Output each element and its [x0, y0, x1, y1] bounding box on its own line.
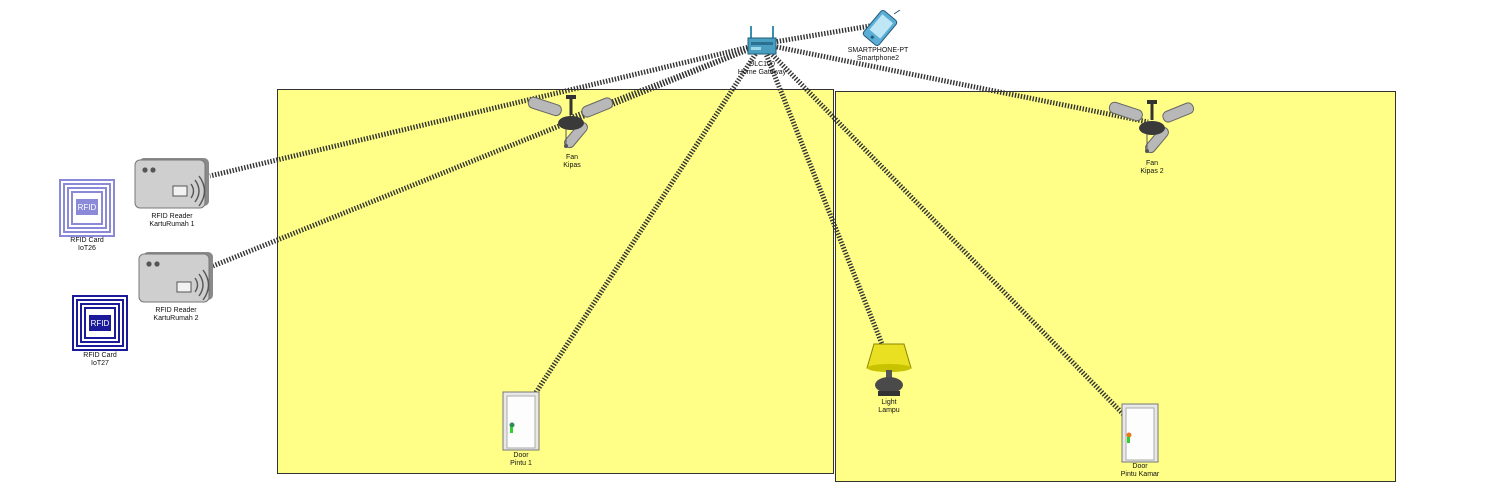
- rfid-card-2-name: IoT27: [91, 360, 109, 367]
- rfid-card-2-label: RFID Card IoT27: [40, 352, 160, 368]
- door-1-label: Door Pintu 1: [461, 452, 581, 468]
- rfid-card-1-name: IoT26: [78, 245, 96, 252]
- rfid-card-2-chip: RFID: [91, 319, 110, 328]
- door-1-name: Pintu 1: [510, 460, 532, 467]
- smartphone-hostname: Smartphone2: [856, 55, 900, 62]
- rfid-card-1-device[interactable]: RFID: [59, 179, 115, 237]
- fan-1-label: Fan Kipas: [512, 154, 632, 170]
- lamp-icon: [866, 343, 912, 396]
- lamp-label: Light Lampu: [829, 399, 949, 415]
- ceiling-fan-icon: [1108, 100, 1195, 154]
- fan-2-type: Fan: [1145, 160, 1159, 167]
- fan-1-device[interactable]: [526, 93, 616, 153]
- smartphone-label: SMARTPHONE-PT Smartphone2: [818, 47, 938, 63]
- rfid-card-1-label: RFID Card IoT26: [27, 237, 147, 253]
- fan-1-type: Fan: [565, 154, 579, 161]
- door-2-name: Pintu Kamar: [1120, 471, 1160, 478]
- fan-2-device[interactable]: [1107, 98, 1197, 158]
- lamp-type: Light: [881, 399, 897, 406]
- rfid-card-1-type: RFID Card: [70, 237, 104, 244]
- rfid-reader-1-device[interactable]: [133, 156, 211, 210]
- home-gateway-name: DLC100: [749, 61, 775, 68]
- door-icon: [1121, 403, 1159, 463]
- link-gateway-fan2: [761, 41, 1149, 125]
- fan-1-name: Kipas: [563, 162, 581, 169]
- door-2-type: Door: [1132, 463, 1148, 470]
- smartphone-device[interactable]: [856, 9, 904, 46]
- ceiling-fan-icon: [527, 95, 614, 149]
- rfid-reader-icon: [138, 252, 213, 303]
- home-gateway-label: DLC100 Home Gateway: [702, 61, 822, 77]
- door-2-device[interactable]: [1121, 403, 1159, 463]
- room-2-area[interactable]: [835, 91, 1396, 482]
- door-icon: [502, 391, 540, 451]
- rfid-reader-1-type: RFID Reader: [151, 213, 193, 220]
- rfid-reader-2-label: RFID Reader KartuRumah 2: [116, 307, 236, 323]
- lamp-device[interactable]: [864, 340, 914, 398]
- link-gateway-door1: [530, 42, 765, 399]
- rfid-reader-1-label: RFID Reader KartuRumah 1: [112, 213, 232, 229]
- rfid-reader-2-type: RFID Reader: [155, 307, 197, 314]
- rfid-reader-icon: [134, 158, 209, 209]
- home-gateway-device[interactable]: [745, 24, 779, 60]
- door-1-device[interactable]: [502, 391, 540, 451]
- rfid-card-1-chip: RFID: [78, 203, 97, 212]
- link-gateway-door2: [760, 42, 1127, 418]
- home-gateway-hostname: Home Gateway: [737, 69, 787, 76]
- room-1-area[interactable]: [277, 89, 834, 474]
- rfid-card-2-type: RFID Card: [83, 352, 117, 359]
- lamp-name: Lampu: [878, 407, 900, 414]
- fan-2-name: Kipas 2: [1140, 168, 1164, 175]
- door-2-label: Door Pintu Kamar: [1080, 463, 1200, 479]
- rfid-reader-1-name: KartuRumah 1: [149, 221, 195, 228]
- link-gateway-light: [759, 43, 885, 345]
- rfid-card-icon: RFID: [72, 295, 128, 351]
- rfid-reader-2-name: KartuRumah 2: [153, 315, 199, 322]
- rfid-reader-2-device[interactable]: [137, 250, 215, 304]
- smartphone-model: SMARTPHONE-PT: [847, 47, 909, 54]
- link-gateway-reader2: [212, 41, 763, 269]
- smartphone-icon: [862, 9, 901, 46]
- fan-2-label: Fan Kipas 2: [1092, 160, 1212, 176]
- rfid-card-2-device[interactable]: RFID: [72, 295, 128, 351]
- home-gateway-icon: [747, 26, 777, 55]
- link-gateway-smartphone: [761, 23, 871, 47]
- rfid-card-icon: RFID: [59, 179, 115, 237]
- door-1-type: Door: [513, 452, 529, 459]
